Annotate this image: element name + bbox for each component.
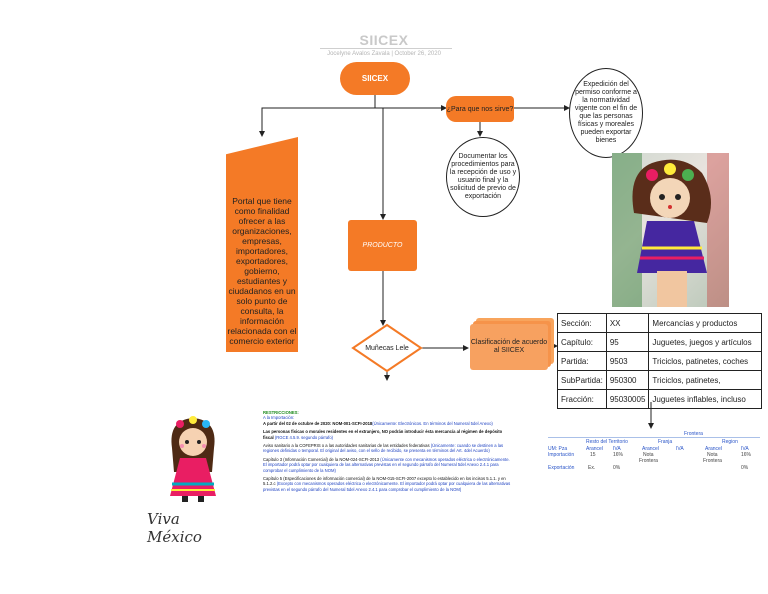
row-desc: Juguetes inflables, incluso: [648, 389, 763, 409]
tariff-nota-2-frontera: Frontera: [703, 458, 722, 464]
doll-illustration: [612, 153, 729, 307]
restriction-1-note: (Únicamente: Electrónicos. En términos d…: [372, 420, 493, 426]
portal-node[interactable]: Portal que tiene como finalidad ofrecer …: [226, 137, 298, 352]
restrictions-block: RESTRICCIONES: A la Importación: A parti…: [263, 410, 511, 495]
restriction-2: Las personas físicas o morales residente…: [263, 429, 503, 440]
row-label: Capítulo:: [557, 332, 607, 352]
siicex-node[interactable]: SIICEX: [340, 62, 410, 95]
tariff-um: UM: Pza: [548, 446, 568, 452]
lele-node[interactable]: Muñecas Lele: [365, 344, 409, 352]
tariff-nota: Nota: [643, 452, 654, 458]
tariff-divider: [548, 437, 760, 438]
restriction-4: Capítulo 3 (Información Comercial) de la…: [263, 456, 380, 462]
restriction-5-note: (Excepto con mecanismos operados eléctri…: [263, 481, 511, 492]
row-code: 9503: [605, 351, 650, 371]
row-label: Fracción:: [557, 389, 607, 409]
row-code: 95030005: [605, 389, 650, 409]
tariff-importacion: Importación: [548, 452, 575, 458]
restriction-4-note: (Únicamente con mecanismos operados eléc…: [263, 456, 510, 473]
restrictions-heading: RESTRICCIONES:: [263, 410, 299, 415]
row-code: XX: [605, 313, 650, 333]
documentar-node[interactable]: Documentar los procedimientos para la re…: [446, 137, 520, 217]
tariff-iva-2: IVA: [676, 446, 684, 452]
lele-diamond: [351, 323, 423, 373]
viva-mexico-logo: Viva México: [147, 510, 202, 546]
tariff-resto-header: Resto del Territorio: [586, 439, 628, 445]
tariff-arancel-1: Arancel: [586, 446, 603, 452]
tariff-nota-frontera: Frontera: [639, 458, 658, 464]
restriction-1-nom: NOM-001-SCFI-2018: [331, 420, 373, 426]
page-title: SIICEX: [359, 32, 409, 48]
lele-doll-photo: [612, 153, 729, 307]
tariff-nota-2: Nota: [707, 452, 718, 458]
row-desc: Mercancías y productos: [648, 313, 763, 333]
tariff-iva-1: IVA: [613, 446, 621, 452]
table-row: Sección: XX Mercancías y productos: [557, 313, 763, 333]
expedicion-node[interactable]: Expedición del permiso conforme a la nor…: [569, 68, 643, 158]
table-row: SubPartida: 950300 Triciclos, patinetes,: [557, 370, 763, 390]
tariff-imp-iva: 16%: [613, 452, 624, 458]
title-divider: [320, 48, 452, 49]
classification-table: Sección: XX Mercancías y productos Capít…: [557, 313, 763, 409]
tariff-arancel-2: Arancel: [642, 446, 659, 452]
row-code: 95: [605, 332, 650, 352]
tariff-frontera-header: Frontera: [684, 431, 703, 437]
tariff-exp-iva: 0%: [613, 465, 621, 471]
tariff-iva-3: IVA: [741, 446, 749, 452]
row-label: Partida:: [557, 351, 607, 371]
clasificacion-node[interactable]: Clasificación de acuerdo al SIICEX: [470, 324, 548, 370]
tariff-arancel-3: Arancel: [705, 446, 722, 452]
restriction-3-note: (Únicamente: cuando se destinen a las re…: [263, 443, 504, 454]
tariff-imp-arancel: 15: [590, 452, 596, 458]
byline: Jocelyne Avalos Zavala | October 26, 202…: [327, 51, 441, 57]
tariff-exp-region-iva: 0%: [741, 465, 749, 471]
restriction-5: Capítulo 5 (Especificaciones de informac…: [263, 476, 506, 487]
row-code: 950300: [605, 370, 650, 390]
tariff-region-header: Region: [722, 439, 738, 445]
row-label: Sección:: [557, 313, 607, 333]
tariff-region-iva: 16%: [741, 452, 752, 458]
restrictions-subheading: A la Importación:: [263, 415, 295, 421]
row-label: SubPartida:: [557, 370, 607, 390]
row-desc: Triciclos, patinetes,: [648, 370, 763, 390]
restriction-1-date: A partir del 02 de octubre de 2020:: [263, 420, 332, 426]
row-desc: Triciclos, patinetes, coches: [648, 351, 763, 371]
classification-table-wrap: Sección: XX Mercancías y productos Capít…: [557, 313, 763, 409]
purpose-node[interactable]: ¿Para que nos sirve?: [446, 96, 514, 122]
table-row: Partida: 9503 Triciclos, patinetes, coch…: [557, 351, 763, 371]
tariff-franja-header: Franja: [658, 439, 673, 445]
tariff-exportacion: Exportación: [548, 465, 575, 471]
restriction-3: Aviso sanitario a la COFEPRIS o a las au…: [263, 443, 431, 449]
tariff-exp-arancel: Ex.: [588, 465, 596, 471]
row-desc: Juguetes, juegos y artículos: [648, 332, 763, 352]
restriction-2-note: (RGCE 4.5.9. segundo párrafo): [273, 434, 334, 440]
cartoon-doll-image: [170, 416, 216, 502]
table-row: Fracción: 95030005 Juguetes inflables, i…: [557, 389, 763, 409]
producto-node[interactable]: PRODUCTO: [348, 220, 417, 271]
table-row: Capítulo: 95 Juguetes, juegos y artículo…: [557, 332, 763, 352]
